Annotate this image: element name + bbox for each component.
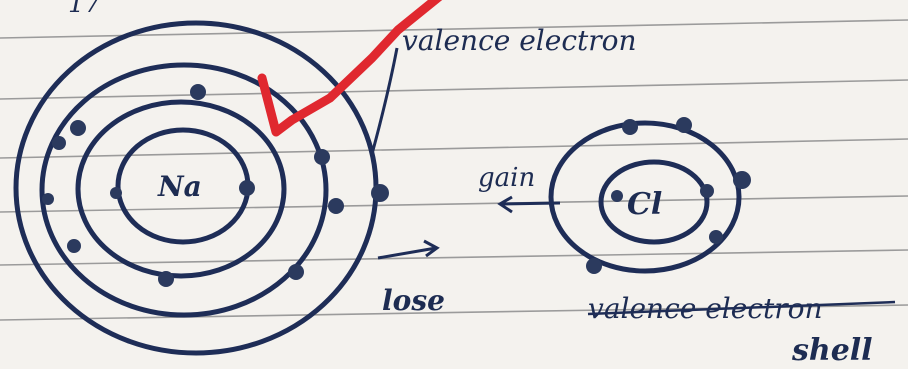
ruled-lines (0, 20, 908, 320)
electron (314, 149, 330, 165)
gain-arrow (502, 203, 560, 204)
valence-electron-label: valence electron (402, 24, 637, 57)
electron (328, 198, 344, 214)
electron (110, 187, 122, 199)
electron (288, 264, 304, 280)
electron (586, 258, 602, 274)
electron (190, 84, 206, 100)
electron (67, 239, 81, 253)
valence-electron (371, 184, 389, 202)
electron (676, 117, 692, 133)
electron (622, 119, 638, 135)
chlorine-atom: Cl (551, 117, 751, 274)
chlorine-symbol: Cl (627, 187, 662, 222)
ruled-line (0, 196, 908, 212)
electron (239, 180, 255, 196)
electron (709, 230, 723, 244)
sodium-atom: Na (16, 23, 389, 353)
ruled-line (0, 80, 908, 99)
sodium-symbol: Na (157, 170, 202, 203)
top-left-mark: 17 (68, 0, 102, 19)
ruled-line (0, 250, 908, 265)
valence-shell-label-line2: shell (791, 333, 873, 368)
electron (70, 120, 86, 136)
electron (733, 171, 751, 189)
red-check-mark (262, 0, 440, 132)
electron (52, 136, 66, 150)
electron (700, 184, 714, 198)
lose-label: lose (382, 284, 445, 317)
electron (42, 193, 54, 205)
electron (611, 190, 623, 202)
valence-pointer-line (372, 48, 397, 154)
gain-label: gain (478, 163, 535, 193)
electron (158, 271, 174, 287)
